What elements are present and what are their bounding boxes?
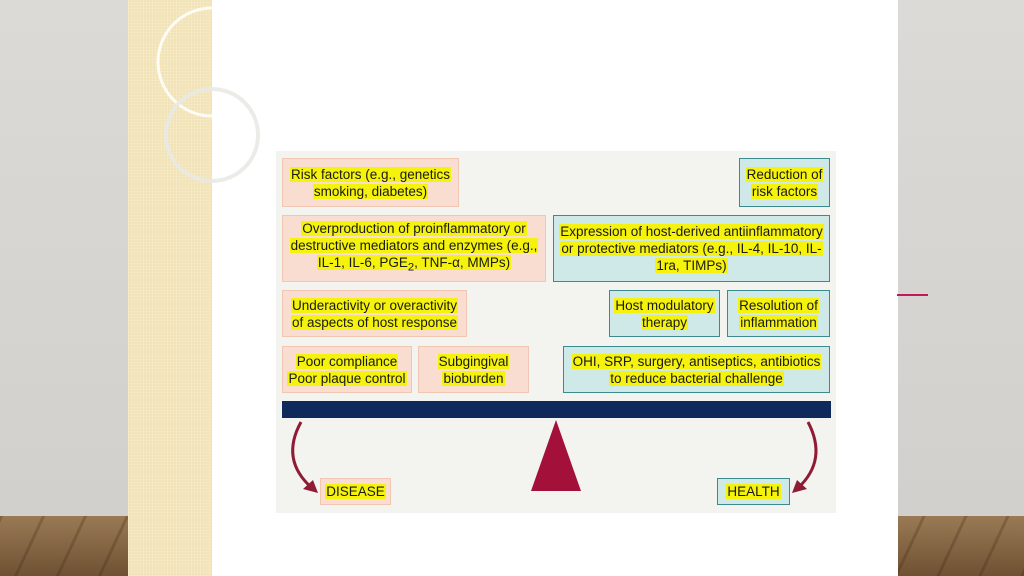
disease-arrow-head — [303, 480, 318, 493]
overproduction-text-subscript: 2 — [407, 261, 415, 274]
disease-text: DISEASE — [325, 484, 386, 499]
poor-compliance-text-line1: Poor compliance — [295, 353, 399, 369]
accent-line — [897, 294, 928, 296]
poor-compliance-text-line2: Poor plaque control — [287, 370, 407, 386]
ohi-box: OHI, SRP, surgery, antiseptics, antibiot… — [563, 346, 830, 393]
resolution-box: Resolution of inflammation — [727, 290, 830, 337]
health-label: HEALTH — [717, 478, 790, 505]
subgingival-text-line2: bioburden — [442, 370, 505, 386]
health-arrow — [796, 421, 818, 490]
host-modulatory-box: Host modulatory therapy — [609, 290, 720, 337]
disease-label: DISEASE — [320, 478, 391, 505]
reduction-box: Reduction of risk factors — [739, 158, 830, 207]
underactivity-box: Underactivity or overactivity of aspects… — [282, 290, 467, 337]
overproduction-text-line1: Overproduction of proinflammatory or des… — [289, 221, 539, 254]
reduction-text: Reduction of risk factors — [745, 166, 824, 199]
seesaw-beam — [282, 401, 831, 418]
fulcrum-triangle — [531, 420, 581, 491]
poor-compliance-box: Poor compliance Poor plaque control — [282, 346, 412, 393]
health-text: HEALTH — [726, 484, 781, 499]
risk-factors-box: Risk factors (e.g., genetics smoking, di… — [282, 158, 459, 207]
overproduction-text-line2-post: , TNF-α, MMPs) — [414, 255, 511, 271]
overproduction-box: Overproduction of proinflammatory or des… — [282, 215, 546, 282]
overproduction-text-line2-pre: IL-1, IL-6, PGE — [317, 255, 408, 271]
health-arrow-head — [792, 480, 807, 493]
decorative-circles — [156, 6, 268, 183]
subgingival-text-line1: Subgingival — [437, 353, 510, 369]
disease-arrow — [291, 421, 313, 490]
subgingival-box: Subgingival bioburden — [418, 346, 529, 393]
expression-box: Expression of host-derived antiinflammat… — [553, 215, 830, 282]
